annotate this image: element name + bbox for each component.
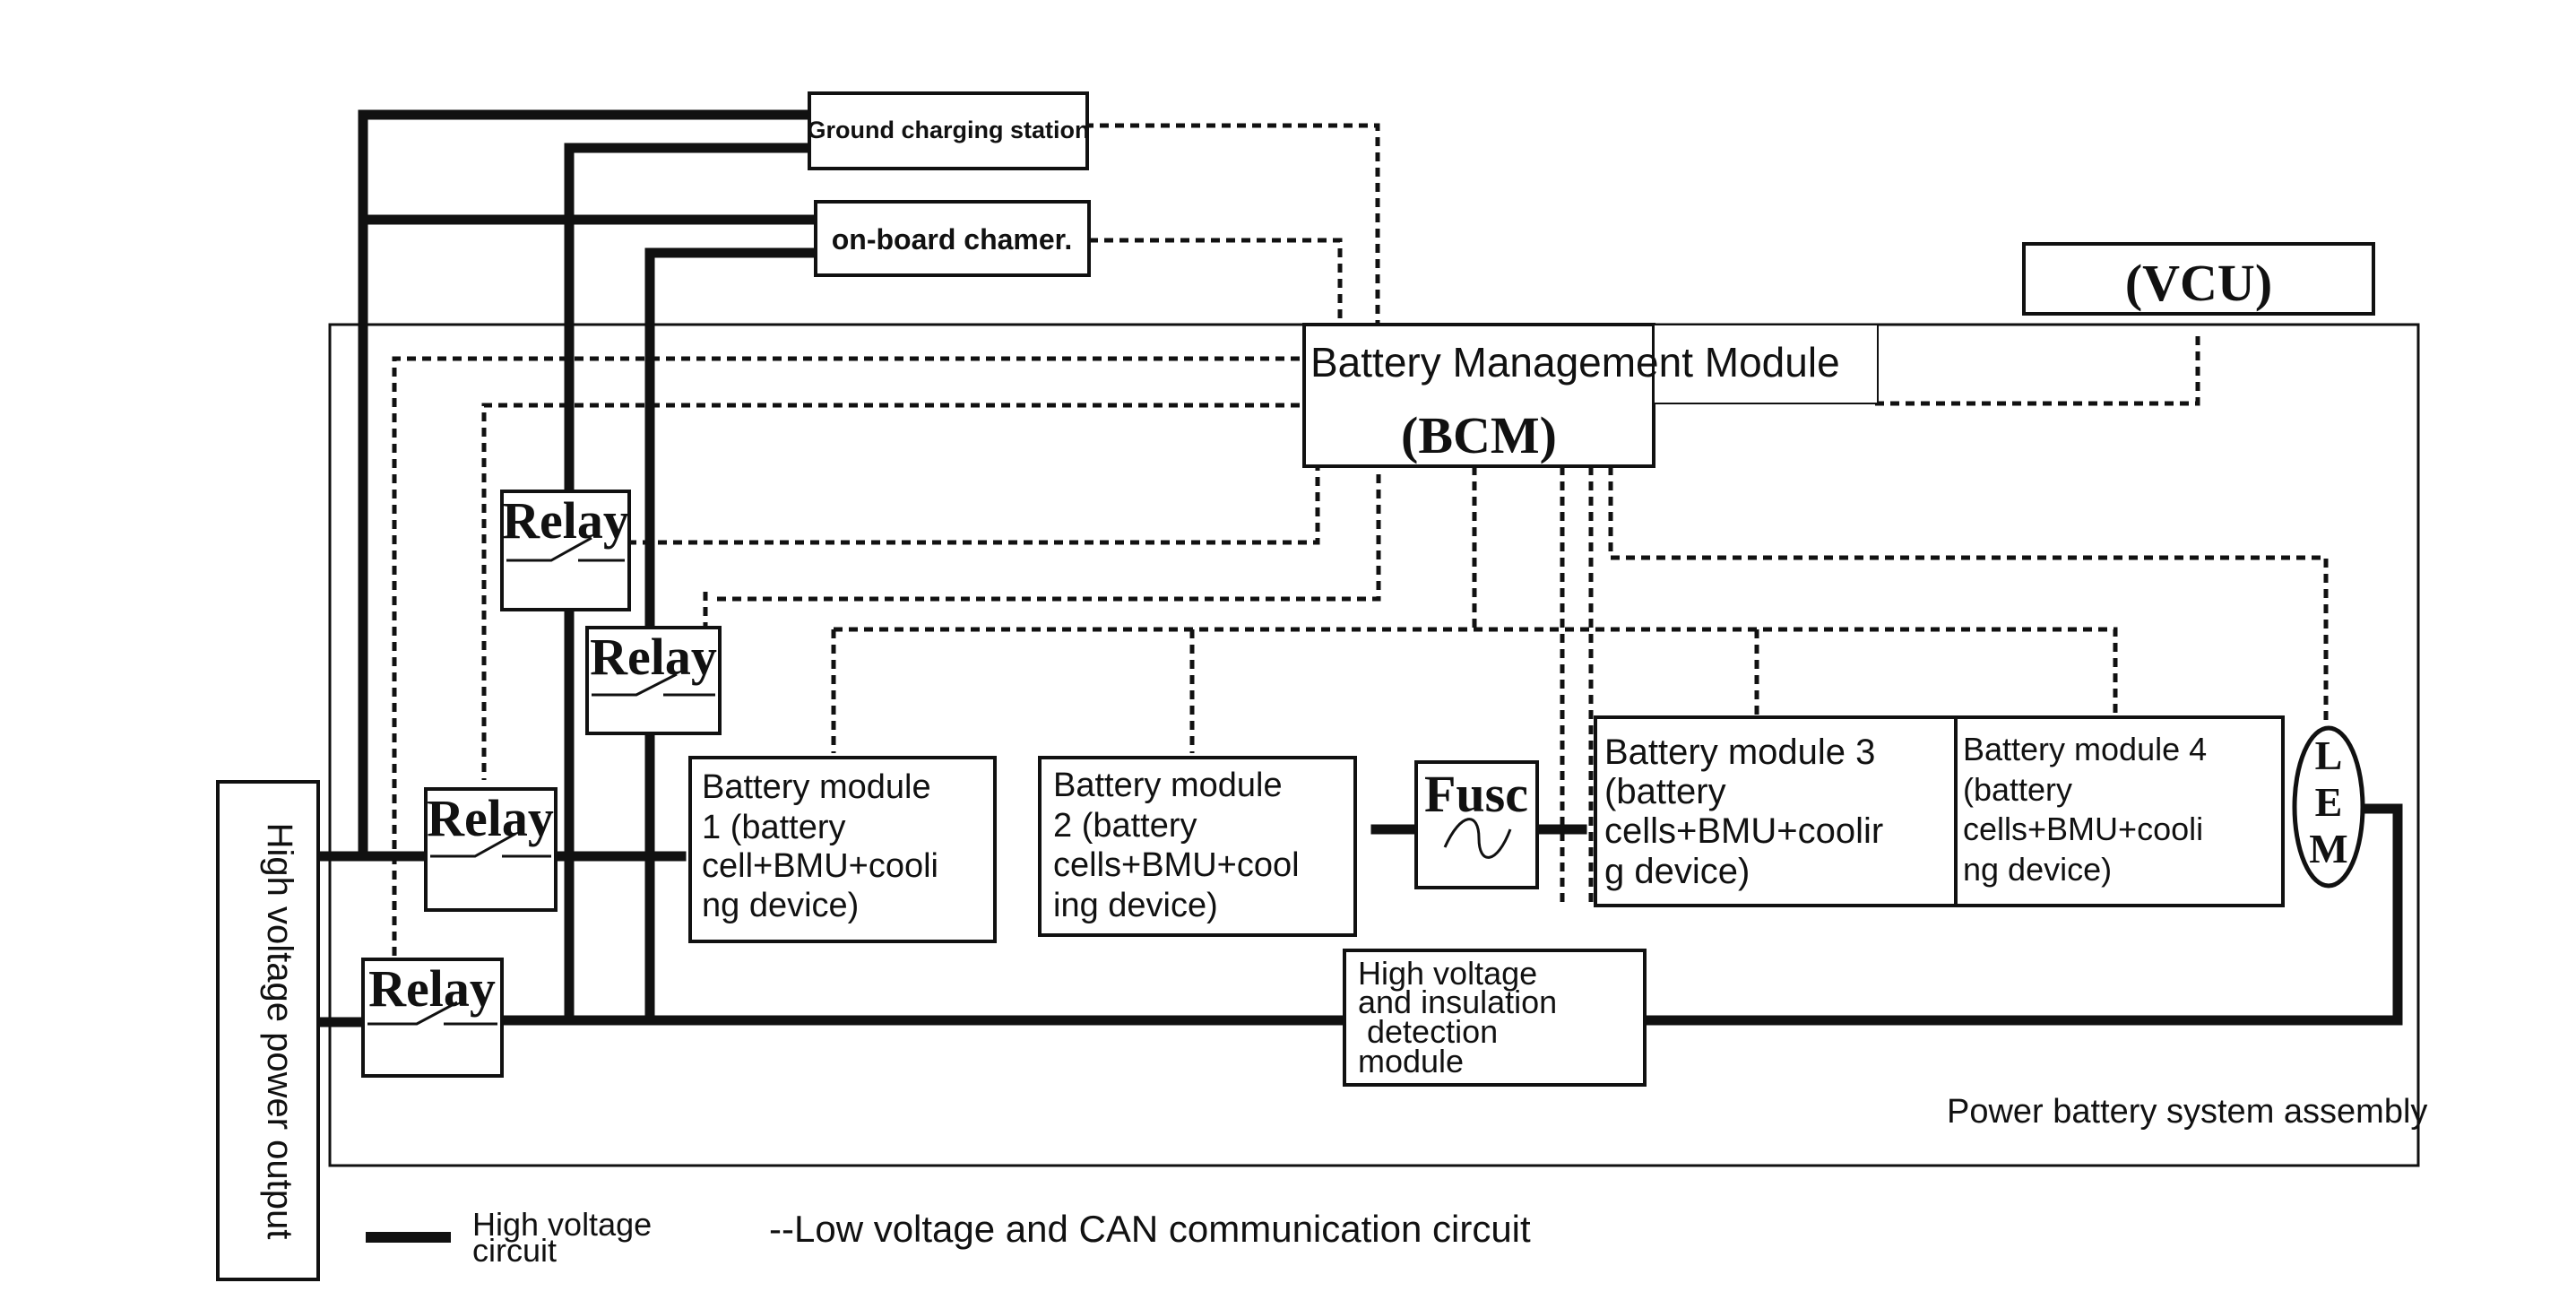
- hv-detect-line1: High voltage: [1358, 955, 1537, 992]
- onboard-charger: on-board chamer.: [814, 200, 1091, 277]
- hv-power-output: High voltage power output: [216, 780, 320, 1281]
- module-4-line1: Battery module 4: [1963, 731, 2207, 767]
- relay-4-label: Relay: [368, 959, 496, 1018]
- fuse-symbol-icon: [1443, 818, 1512, 859]
- battery-module-1: Battery module 1 (battery cell+BMU+cooli…: [688, 756, 997, 943]
- high-voltage-lines: [313, 109, 2403, 1027]
- legend-lv-label: --Low voltage and CAN communication circ…: [769, 1208, 1531, 1250]
- hv-detect-line4: module: [1358, 1043, 1464, 1079]
- module-3-line4: g device): [1604, 852, 1750, 891]
- assembly-label: Power battery system assembly: [1947, 1093, 2427, 1131]
- module-4-line3: cells+BMU+cooli: [1963, 811, 2203, 847]
- vcu-label: (VCU): [2125, 254, 2272, 312]
- module-2-line4: ing device): [1053, 887, 1218, 924]
- module-2-line3: cells+BMU+cool: [1053, 846, 1300, 884]
- low-voltage-lines: [392, 123, 2329, 964]
- module-2-line1: Battery module: [1053, 767, 1283, 804]
- module-3-line2: (battery: [1604, 772, 1726, 811]
- hv-detect-line3: detection: [1367, 1013, 1498, 1050]
- relay-1-label: Relay: [502, 491, 629, 550]
- relay-3-label: Relay: [427, 789, 554, 847]
- module-4-line4: ng device): [1963, 851, 2112, 888]
- bms-box: Battery Management Module (BCM): [1302, 323, 1879, 468]
- battery-module-2: Battery module 2 (battery cells+BMU+cool…: [1038, 756, 1357, 937]
- module-1-line2: 1 (battery: [702, 809, 846, 846]
- bms-label-line2: (BCM): [1401, 406, 1557, 464]
- fuse-label: Fusc: [1424, 765, 1528, 823]
- module-1-line4: ng device): [702, 887, 859, 924]
- battery-module-4: Battery module 4 (battery cells+BMU+cool…: [1954, 715, 2285, 907]
- lem-letter-3: M: [2309, 826, 2347, 871]
- module-4-line2: (battery: [1963, 771, 2072, 808]
- hv-output-label: High voltage power output: [260, 823, 299, 1240]
- ground-charging-station: Ground charging station: [808, 91, 1090, 170]
- relay-1: Relay: [500, 490, 631, 611]
- legend-hv-line1: High voltage: [472, 1206, 652, 1243]
- legend: High voltage circuit --Low voltage and C…: [366, 1206, 1531, 1269]
- module-2-line2: 2 (battery: [1053, 807, 1197, 845]
- hv-detect-line2: and insulation: [1358, 984, 1557, 1020]
- relay-4: Relay: [361, 958, 504, 1078]
- relay-3: Relay: [424, 787, 558, 912]
- legend-hv-line2: circuit: [472, 1232, 557, 1269]
- relay-2-label: Relay: [590, 628, 717, 686]
- fuse: Fusc: [1414, 760, 1539, 889]
- battery-module-3: Battery module 3 (battery cells+BMU+cool…: [1594, 715, 1958, 907]
- relay-2: Relay: [585, 626, 722, 735]
- onboard-charger-label: on-board chamer.: [832, 223, 1073, 256]
- ground-charging-label: Ground charging station: [808, 117, 1090, 143]
- module-3-line1: Battery module 3: [1604, 733, 1875, 772]
- module-1-line3: cell+BMU+cooli: [702, 847, 938, 885]
- module-3-line3: cells+BMU+coolir: [1604, 811, 1883, 851]
- module-1-line1: Battery module: [702, 768, 931, 806]
- bms-label-line1: Battery Management Module: [1310, 339, 1840, 386]
- lem-sensor: L E M: [2292, 725, 2365, 889]
- hv-detection-module: High voltage and insulation detection mo…: [1343, 949, 1647, 1087]
- lem-letter-2: E: [2315, 779, 2343, 825]
- vcu-box: (VCU): [2022, 242, 2375, 316]
- lem-letter-1: L: [2315, 733, 2343, 778]
